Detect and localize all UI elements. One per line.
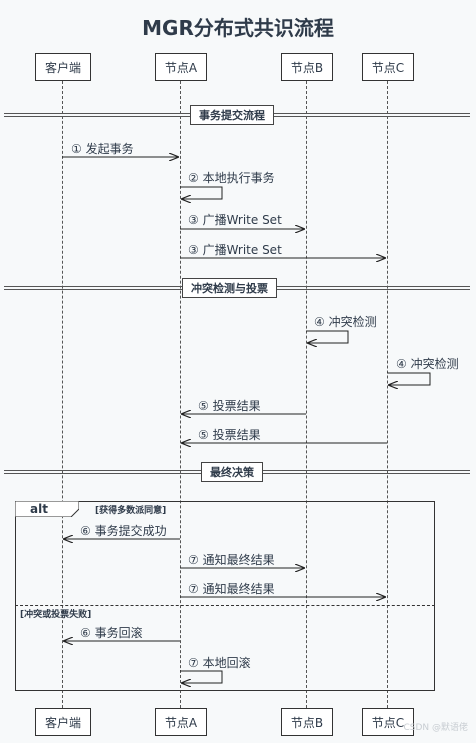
alt-frame-tab [15, 501, 79, 517]
alt-keyword: alt [30, 502, 48, 516]
message-label: ④ 冲突检测 [314, 315, 377, 329]
alt-guard-success: [获得多数派同意] [95, 506, 167, 516]
message-label: ⑦ 通知最终结果 [188, 553, 275, 567]
message-label: ⑦ 通知最终结果 [188, 582, 275, 596]
message-label: ③ 广播Write Set [188, 243, 282, 257]
message-label: ② 本地执行事务 [188, 171, 275, 185]
message-label: ⑥ 事务提交成功 [80, 524, 167, 538]
section-label-decision: 最终决策 [201, 462, 263, 482]
message-label: ⑤ 投票结果 [198, 428, 261, 442]
alt-guard-failure: [冲突或投票失败] [20, 610, 92, 620]
arrow-local-rollback [180, 670, 223, 683]
lifeline-client [62, 81, 63, 708]
section-label-commit: 事务提交流程 [190, 105, 274, 125]
section-label-conflict: 冲突检测与投票 [182, 278, 277, 298]
watermark: CSDN @默语佬 [403, 723, 468, 733]
lifeline-node-a [180, 81, 181, 708]
actor-node-b-top: 节点B [281, 53, 333, 81]
actor-node-c-bottom: 节点C [362, 708, 414, 736]
actor-client-bottom: 客户端 [35, 708, 91, 736]
alt-else-separator [15, 605, 435, 606]
alt-frame [15, 501, 435, 691]
arrow-conflict-check-c [387, 372, 431, 385]
message-label: ⑥ 事务回滚 [80, 626, 143, 640]
actor-node-a-top: 节点A [155, 53, 207, 81]
arrow-local-execute [180, 186, 223, 199]
actor-node-c-top: 节点C [362, 53, 414, 81]
message-label: ③ 广播Write Set [188, 213, 282, 227]
message-label: ① 发起事务 [71, 142, 134, 156]
lifeline-node-c [387, 81, 388, 708]
diagram-title: MGR分布式共识流程 [142, 16, 334, 40]
actor-node-a-bottom: 节点A [155, 708, 207, 736]
actor-client-top: 客户端 [35, 53, 91, 81]
message-label: ⑤ 投票结果 [198, 399, 261, 413]
lifeline-node-b [306, 81, 307, 708]
actor-node-b-bottom: 节点B [281, 708, 333, 736]
message-label: ④ 冲突检测 [396, 357, 459, 371]
message-label: ⑦ 本地回滚 [188, 656, 251, 670]
arrow-conflict-check-b [306, 330, 349, 343]
